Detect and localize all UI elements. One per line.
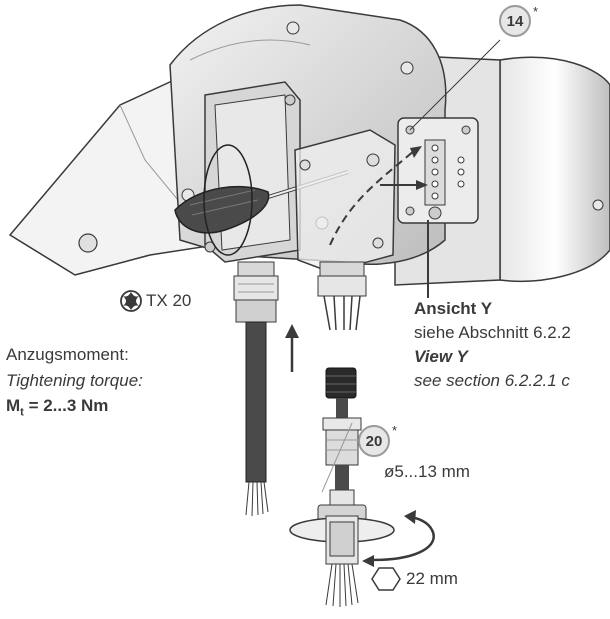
view-reference-en: see section 6.2.2.1 c bbox=[414, 371, 570, 390]
torque-label-de: Anzugsmoment: bbox=[6, 345, 129, 364]
callout-14: 14 bbox=[499, 5, 531, 37]
torque-value: Mt = 2...3 Nm bbox=[6, 396, 108, 418]
wrench-size-label: 22 mm bbox=[406, 569, 458, 588]
right-gland bbox=[317, 261, 367, 331]
connection-box bbox=[294, 129, 396, 273]
view-heading-en: View Y bbox=[414, 347, 468, 366]
cable-diameter-label: ø5...13 mm bbox=[384, 462, 470, 481]
rotation-arrow-icon bbox=[362, 510, 435, 567]
callout-14-number: 14 bbox=[506, 12, 524, 30]
callout-20-leader bbox=[321, 422, 353, 493]
torx-icon bbox=[120, 290, 142, 312]
callout-20-number: 20 bbox=[365, 432, 383, 450]
arrow-up-icon bbox=[285, 324, 299, 372]
tool-size-label: TX 20 bbox=[146, 291, 192, 310]
terminal-block bbox=[397, 39, 501, 224]
torque-label-en: Tightening torque: bbox=[6, 371, 143, 390]
torque-subscript: t bbox=[20, 406, 24, 419]
callout-20-mark: * bbox=[392, 423, 398, 438]
callout-20: 20 bbox=[358, 425, 390, 457]
left-cable bbox=[233, 261, 279, 517]
torque-range: = 2...3 Nm bbox=[23, 396, 109, 415]
hex-nut-icon bbox=[371, 567, 401, 591]
view-reference-de: siehe Abschnitt 6.2.2 bbox=[414, 323, 571, 342]
view-heading-de: Ansicht Y bbox=[414, 299, 493, 318]
view-arrows bbox=[329, 146, 429, 298]
torque-symbol: M bbox=[6, 396, 21, 415]
terminal-box-left bbox=[204, 81, 301, 263]
callout-14-mark: * bbox=[533, 4, 539, 19]
cable-assembly bbox=[289, 367, 395, 607]
